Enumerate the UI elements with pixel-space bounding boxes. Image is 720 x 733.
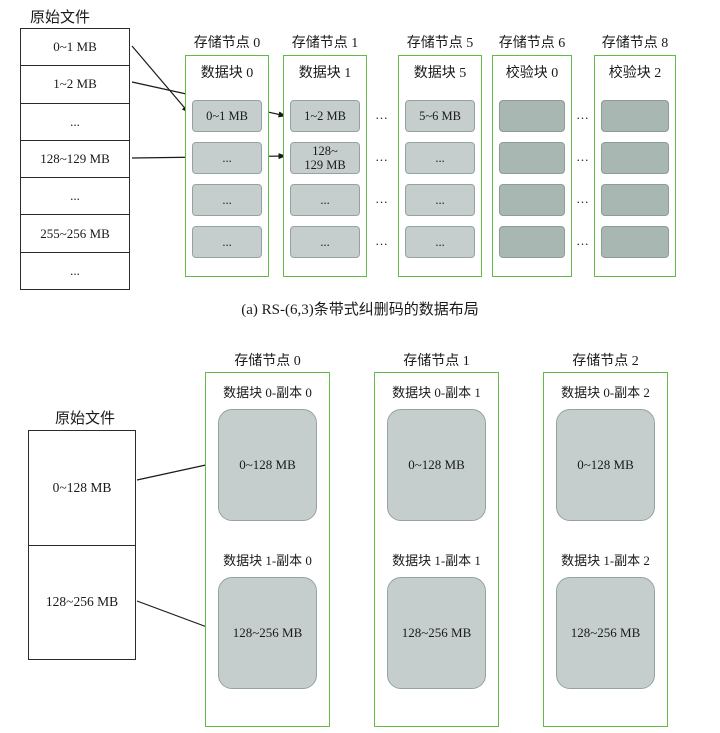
file-row: 128~129 MB [21,141,129,179]
parity-cell [601,184,669,216]
storage-node-5-box: 数据块 5 5~6 MB ... ... ... [398,55,482,277]
caption-a: (a) RS-(6,3)条带式纠删码的数据布局 [241,302,479,318]
replica-block: 128~256 MB [387,577,486,689]
source-file-label-a: 原始文件 [30,10,91,26]
block-title: 数据块 0 [200,66,254,81]
storage-node-0-title: 存储节点 0 [193,36,261,51]
data-cell: 128~ 129 MB [290,142,360,174]
parity-cell [601,142,669,174]
storage-node-0-box: 数据块 0 0~1 MB ... ... ... [185,55,269,277]
replica-node-2-title: 存储节点 2 [572,354,639,369]
parity-cell [601,100,669,132]
ellipsis: ... [576,233,590,248]
storage-node-6-box: 校验块 0 [492,55,572,277]
ellipsis: ... [375,149,389,164]
data-cell: 5~6 MB [405,100,475,132]
file-row: ... [70,262,80,278]
replica-block: 0~128 MB [218,409,317,521]
file-row: 0~128 MB [29,431,135,546]
arrow-a-0-1mb [131,45,190,114]
data-cell: 0~1 MB [192,100,262,132]
replica-node-0-box: 数据块 0-副本 0 0~128 MB 数据块 1-副本 0 128~256 M… [205,372,330,727]
ellipsis: ... [576,191,590,206]
block-title: 数据块 5 [413,66,467,81]
file-row: 128~256 MB [45,594,119,610]
storage-node-1-box: 数据块 1 1~2 MB 128~ 129 MB ... ... [283,55,367,277]
parity-cell [499,100,565,132]
storage-node-5-title: 存储节点 5 [406,36,474,51]
storage-node-8-box: 校验块 2 [594,55,676,277]
ellipsis: ... [375,191,389,206]
cell-list [601,100,669,258]
ellipsis: ... [375,233,389,248]
data-cell: ... [290,184,360,216]
replica-block-label: 数据块 0-副本 0 [223,385,312,400]
replica-block: 0~128 MB [387,409,486,521]
data-cell: ... [192,226,262,258]
replica-block: 128~256 MB [218,577,317,689]
ellipsis: ... [576,107,590,122]
data-cell: ... [405,184,475,216]
block-title: 校验块 2 [608,66,662,81]
source-file-table-b: 0~128 MB 128~256 MB [28,430,136,660]
parity-cell [499,142,565,174]
storage-node-8-title: 存储节点 8 [601,36,669,51]
source-file-label-b: 原始文件 [55,411,116,427]
replica-node-1-box: 数据块 0-副本 1 0~128 MB 数据块 1-副本 1 128~256 M… [374,372,499,727]
storage-node-6-title: 存储节点 6 [498,36,566,51]
block-title: 数据块 1 [298,66,352,81]
file-row: 0~1 MB [21,29,129,67]
file-row: ... [21,104,129,141]
replica-node-1-title: 存储节点 1 [403,354,470,369]
replica-node-2-box: 数据块 0-副本 2 0~128 MB 数据块 1-副本 2 128~256 M… [543,372,668,727]
parity-cell [601,226,669,258]
replica-block: 0~128 MB [556,409,655,521]
parity-cell [499,226,565,258]
cell-list: 0~1 MB ... ... ... [192,100,262,258]
data-cell: ... [192,142,262,174]
replica-block: 128~256 MB [556,577,655,689]
source-file-table-a: 0~1 MB 1~2 MB ... 128~129 MB ... 255~256… [20,28,130,290]
data-cell: ... [290,226,360,258]
block-title: 校验块 0 [505,66,559,81]
replica-block-label: 数据块 0-副本 2 [561,385,650,400]
ellipsis-column: ... ... ... ... [369,99,395,257]
data-cell: ... [405,226,475,258]
data-cell: 1~2 MB [290,100,360,132]
file-row: 1~2 MB [21,66,129,104]
cell-list: 1~2 MB 128~ 129 MB ... ... [290,100,360,258]
arrow-b-0-128mb [136,461,216,481]
replica-block-label: 数据块 0-副本 1 [392,385,481,400]
data-cell: ... [192,184,262,216]
replica-block-label: 数据块 1-副本 1 [392,553,481,568]
replica-block-label: 数据块 1-副本 2 [561,553,650,568]
replica-node-0-title: 存储节点 0 [234,354,301,369]
parity-cell [499,184,565,216]
storage-node-1-title: 存储节点 1 [291,36,359,51]
cell-list: 5~6 MB ... ... ... [405,100,475,258]
arrow-b-128-256mb [136,600,216,631]
data-cell: ... [405,142,475,174]
ellipsis-column: ... ... ... ... [572,99,594,257]
replica-block-label: 数据块 1-副本 0 [223,553,312,568]
cell-list [499,100,565,258]
ellipsis: ... [576,149,590,164]
file-row: 255~256 MB [21,215,129,253]
ellipsis: ... [375,107,389,122]
file-row: ... [21,178,129,216]
